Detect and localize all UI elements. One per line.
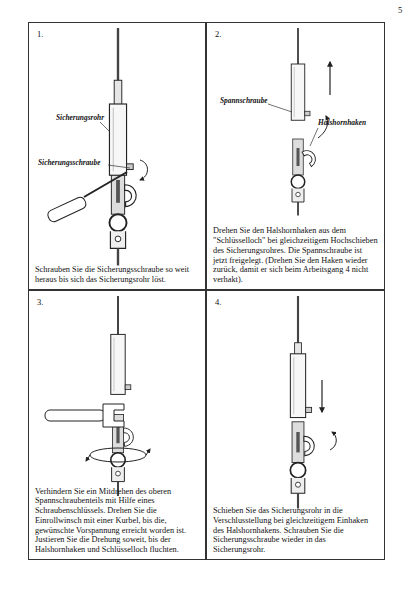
step-instruction: Schrauben Sie die Sicherungsschraube so … — [35, 265, 199, 285]
wrench-handle — [45, 410, 105, 421]
turnbuckle — [111, 296, 125, 496]
leader-line — [310, 128, 318, 146]
neck-hook — [304, 436, 314, 456]
step-number: 2. — [215, 29, 221, 39]
step-instruction: Schieben Sie das Sicherungsrohr in die V… — [213, 506, 378, 555]
part-name: Sicherungsrohr — [56, 113, 104, 122]
turn-arrow — [140, 160, 148, 180]
push-down-arrow — [321, 380, 322, 412]
leader-line — [108, 165, 130, 168]
instruction-panel: 3. Verhindern Sie ein Mitdrehen des obere… — [28, 290, 206, 560]
step-number: 1. — [37, 29, 43, 39]
step-instruction: Verhindern Sie ein Mitdrehen des oberen … — [35, 487, 199, 555]
locking-tube — [290, 354, 311, 418]
screwdriver-shaft — [84, 172, 127, 197]
screwdriver-handle — [46, 196, 87, 224]
locking-tube — [291, 64, 310, 120]
instruction-panel: 4. Schieben Sie das Sicherungsrohr in die… — [206, 290, 385, 560]
neck-hook — [125, 185, 137, 207]
turnbuckle — [291, 28, 305, 216]
neck-hook — [124, 428, 134, 446]
page-number: 5 — [398, 5, 402, 15]
step-instruction: Drehen Sie den Halshornhaken aus dem "Sc… — [213, 226, 378, 285]
rotation-ellipse — [90, 448, 146, 462]
part-name: Sicherungsschraube — [38, 158, 100, 167]
locking-tube — [109, 104, 133, 175]
leader-line — [100, 122, 110, 132]
step-number: 4. — [215, 297, 221, 307]
screwdriver — [46, 160, 147, 223]
leader-line — [268, 104, 292, 112]
locking-tube — [111, 334, 131, 394]
rotation-arrow — [86, 455, 90, 461]
part-name: Halshornhaken — [318, 118, 366, 127]
instruction-panel: 2. Drehen Sie den Halshornhaken aus dem "… — [206, 22, 385, 290]
panel-1-rig — [109, 28, 136, 266]
part-name: Spannschraube — [220, 96, 268, 105]
rotate-arrow — [330, 432, 336, 450]
panel-2-rig — [291, 28, 318, 216]
panel-4-rig — [290, 296, 314, 509]
neck-hook — [302, 147, 319, 166]
instruction-panel: 1. Schrauben Sie die Sicherungsschraube s… — [28, 22, 206, 290]
wrench — [45, 404, 124, 427]
wrench-jaw — [103, 404, 124, 427]
push-up-arrow — [329, 62, 330, 95]
panel-3-rig — [111, 296, 134, 496]
step-number: 3. — [37, 297, 43, 307]
rotation-arrow — [146, 449, 150, 455]
